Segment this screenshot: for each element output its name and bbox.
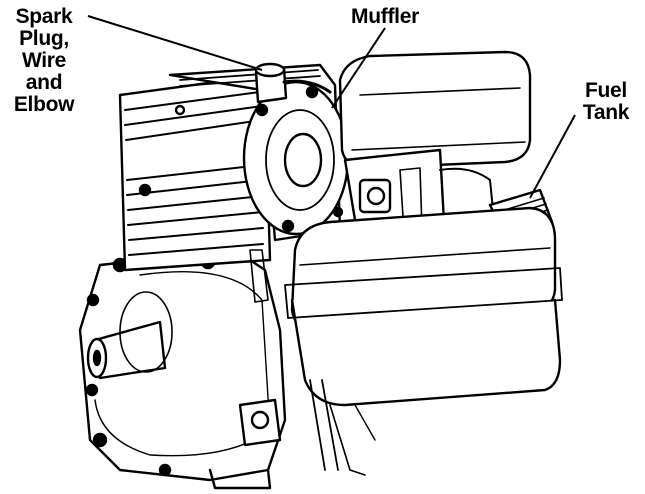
spark-plug-label-line: Wire: [2, 50, 86, 72]
spark-plug-label-line: Plug,: [2, 28, 86, 50]
spark-plug-label: Spark Plug, Wire and Elbow: [2, 6, 86, 116]
muffler-label-text: Muffler: [340, 6, 430, 28]
fuel-tank-label: Fuel Tank: [572, 80, 640, 124]
spark-plug-label-line: and: [2, 72, 86, 94]
spark-plug-label-line: Spark: [2, 6, 86, 28]
fuel-tank-label-line: Tank: [572, 102, 640, 124]
spark-plug-leader: [88, 16, 262, 70]
spark-plug-label-line: Elbow: [2, 94, 86, 116]
muffler-label: Muffler: [340, 6, 430, 28]
fuel-tank-leader: [530, 115, 575, 198]
fuel-tank-label-line: Fuel: [572, 80, 640, 102]
oil-fill: [240, 400, 280, 445]
